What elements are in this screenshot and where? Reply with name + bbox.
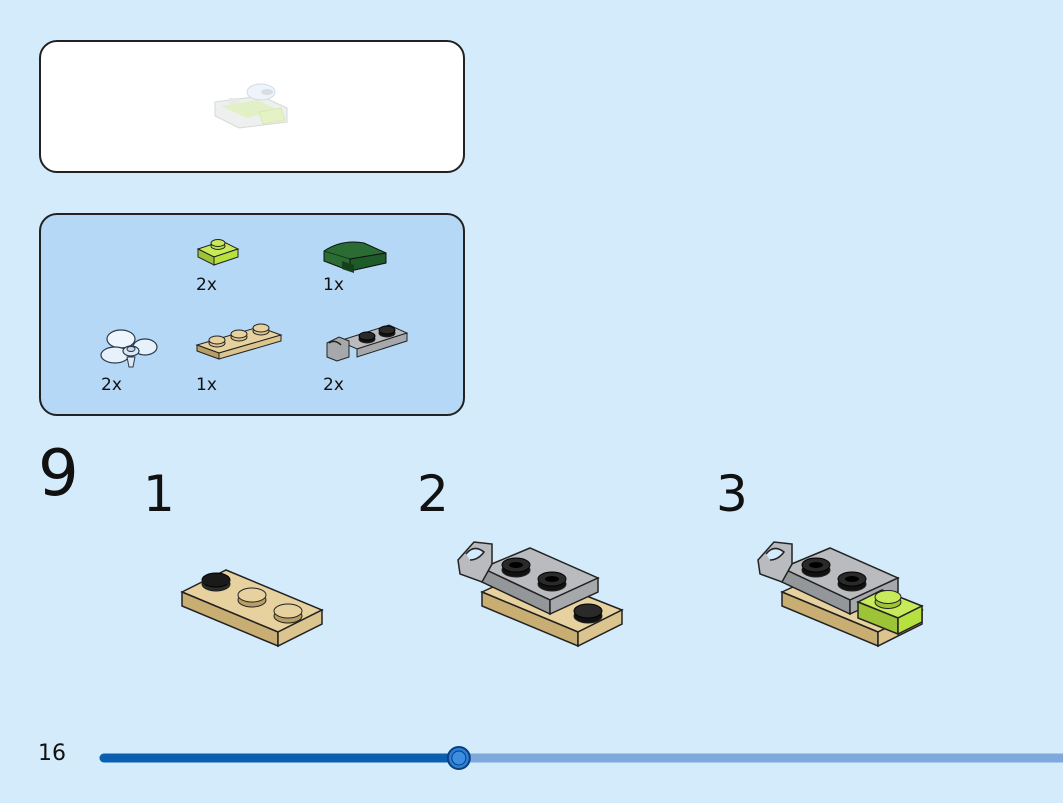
model-preview-panel: [39, 40, 465, 173]
lime-plate-icon: [196, 239, 240, 266]
propeller-icon: [100, 329, 158, 368]
model-preview-image: [214, 83, 288, 129]
part-qty-grey-clip-plate: 2x: [323, 375, 344, 395]
progress-marker-inner: [451, 750, 467, 766]
progress-bar: [99, 746, 1063, 770]
page-number: 16: [38, 741, 66, 766]
step-number: 9: [38, 437, 79, 511]
parts-list-panel: 2x 1x 2x 1x 2x: [39, 213, 465, 416]
dark-green-slope-icon: [323, 241, 387, 273]
substep-number-3: 3: [716, 465, 748, 523]
substep-number-1: 1: [143, 465, 175, 523]
substep-3-illustration: [757, 541, 924, 648]
substep-1-illustration: [180, 569, 324, 648]
part-qty-dark-green-slope: 1x: [323, 275, 344, 295]
substep-2-illustration: [457, 541, 624, 648]
part-qty-lime-plate: 2x: [196, 275, 217, 295]
substep-number-2: 2: [417, 465, 449, 523]
tan-plate-icon: [195, 323, 283, 360]
part-qty-tan-plate: 1x: [196, 375, 217, 395]
part-qty-propeller: 2x: [101, 375, 122, 395]
grey-clip-plate-icon: [326, 324, 409, 362]
